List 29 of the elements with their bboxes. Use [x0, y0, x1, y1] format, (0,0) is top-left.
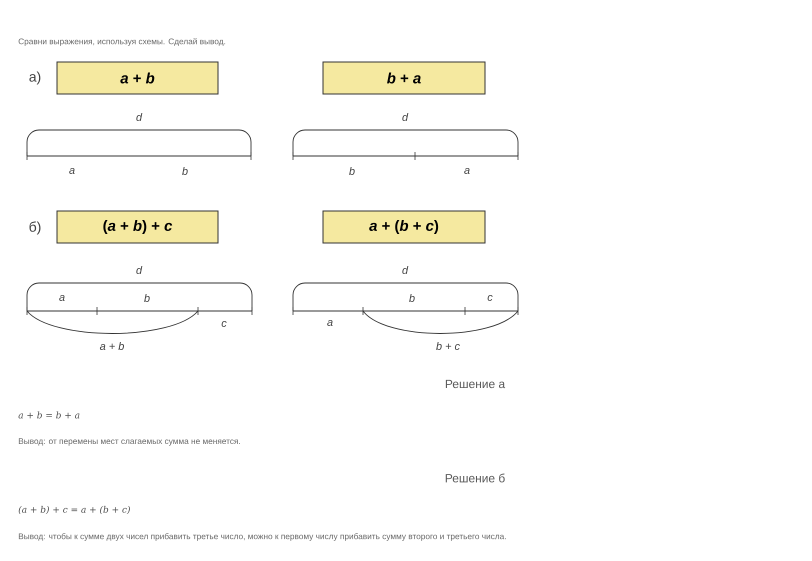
segment-label: c — [488, 295, 493, 301]
conclusion-text: Вывод: от перемены мест слагаемых сумма не меняется. — [18, 438, 240, 446]
segment-label: a + b — [100, 342, 124, 350]
segment-label: a — [69, 168, 75, 174]
expression-box: b + a — [322, 62, 486, 94]
segment-label: b — [409, 294, 415, 302]
segment-label: c — [222, 321, 227, 327]
segment-label: d — [402, 266, 408, 274]
segment-label: b + c — [436, 342, 460, 350]
instruction-text: Сравни выражения, используя схемы. Сделай вывод. — [18, 38, 226, 46]
part-label: а) — [29, 72, 40, 84]
segment-label: b — [144, 294, 150, 302]
conclusion-text: Вывод: чтобы к сумме двух чисел прибавить третье число, можно к первому числу прибавить сумму второго и третьего числа. — [18, 533, 506, 541]
segment-label: d — [136, 266, 142, 274]
segment-label: a — [59, 295, 65, 301]
segment-label: a — [464, 168, 470, 174]
equation: a + b = b + a — [18, 412, 80, 418]
segment-label: b — [182, 166, 188, 176]
expression-box: a + b — [56, 62, 218, 94]
part-label: б) — [30, 221, 40, 235]
segment-label: d — [136, 112, 142, 122]
segment-label: a — [327, 320, 333, 326]
segment-label: d — [402, 112, 408, 122]
solution-heading: Решение а — [446, 380, 506, 388]
solution-heading: Решение б — [446, 474, 505, 482]
expression-box: (a + b) + c — [56, 210, 218, 244]
segment-label: b — [349, 166, 355, 176]
expression-box: a + (b + c) — [322, 210, 486, 244]
equation: (a + b) + c = a + (b + c) — [18, 506, 130, 514]
